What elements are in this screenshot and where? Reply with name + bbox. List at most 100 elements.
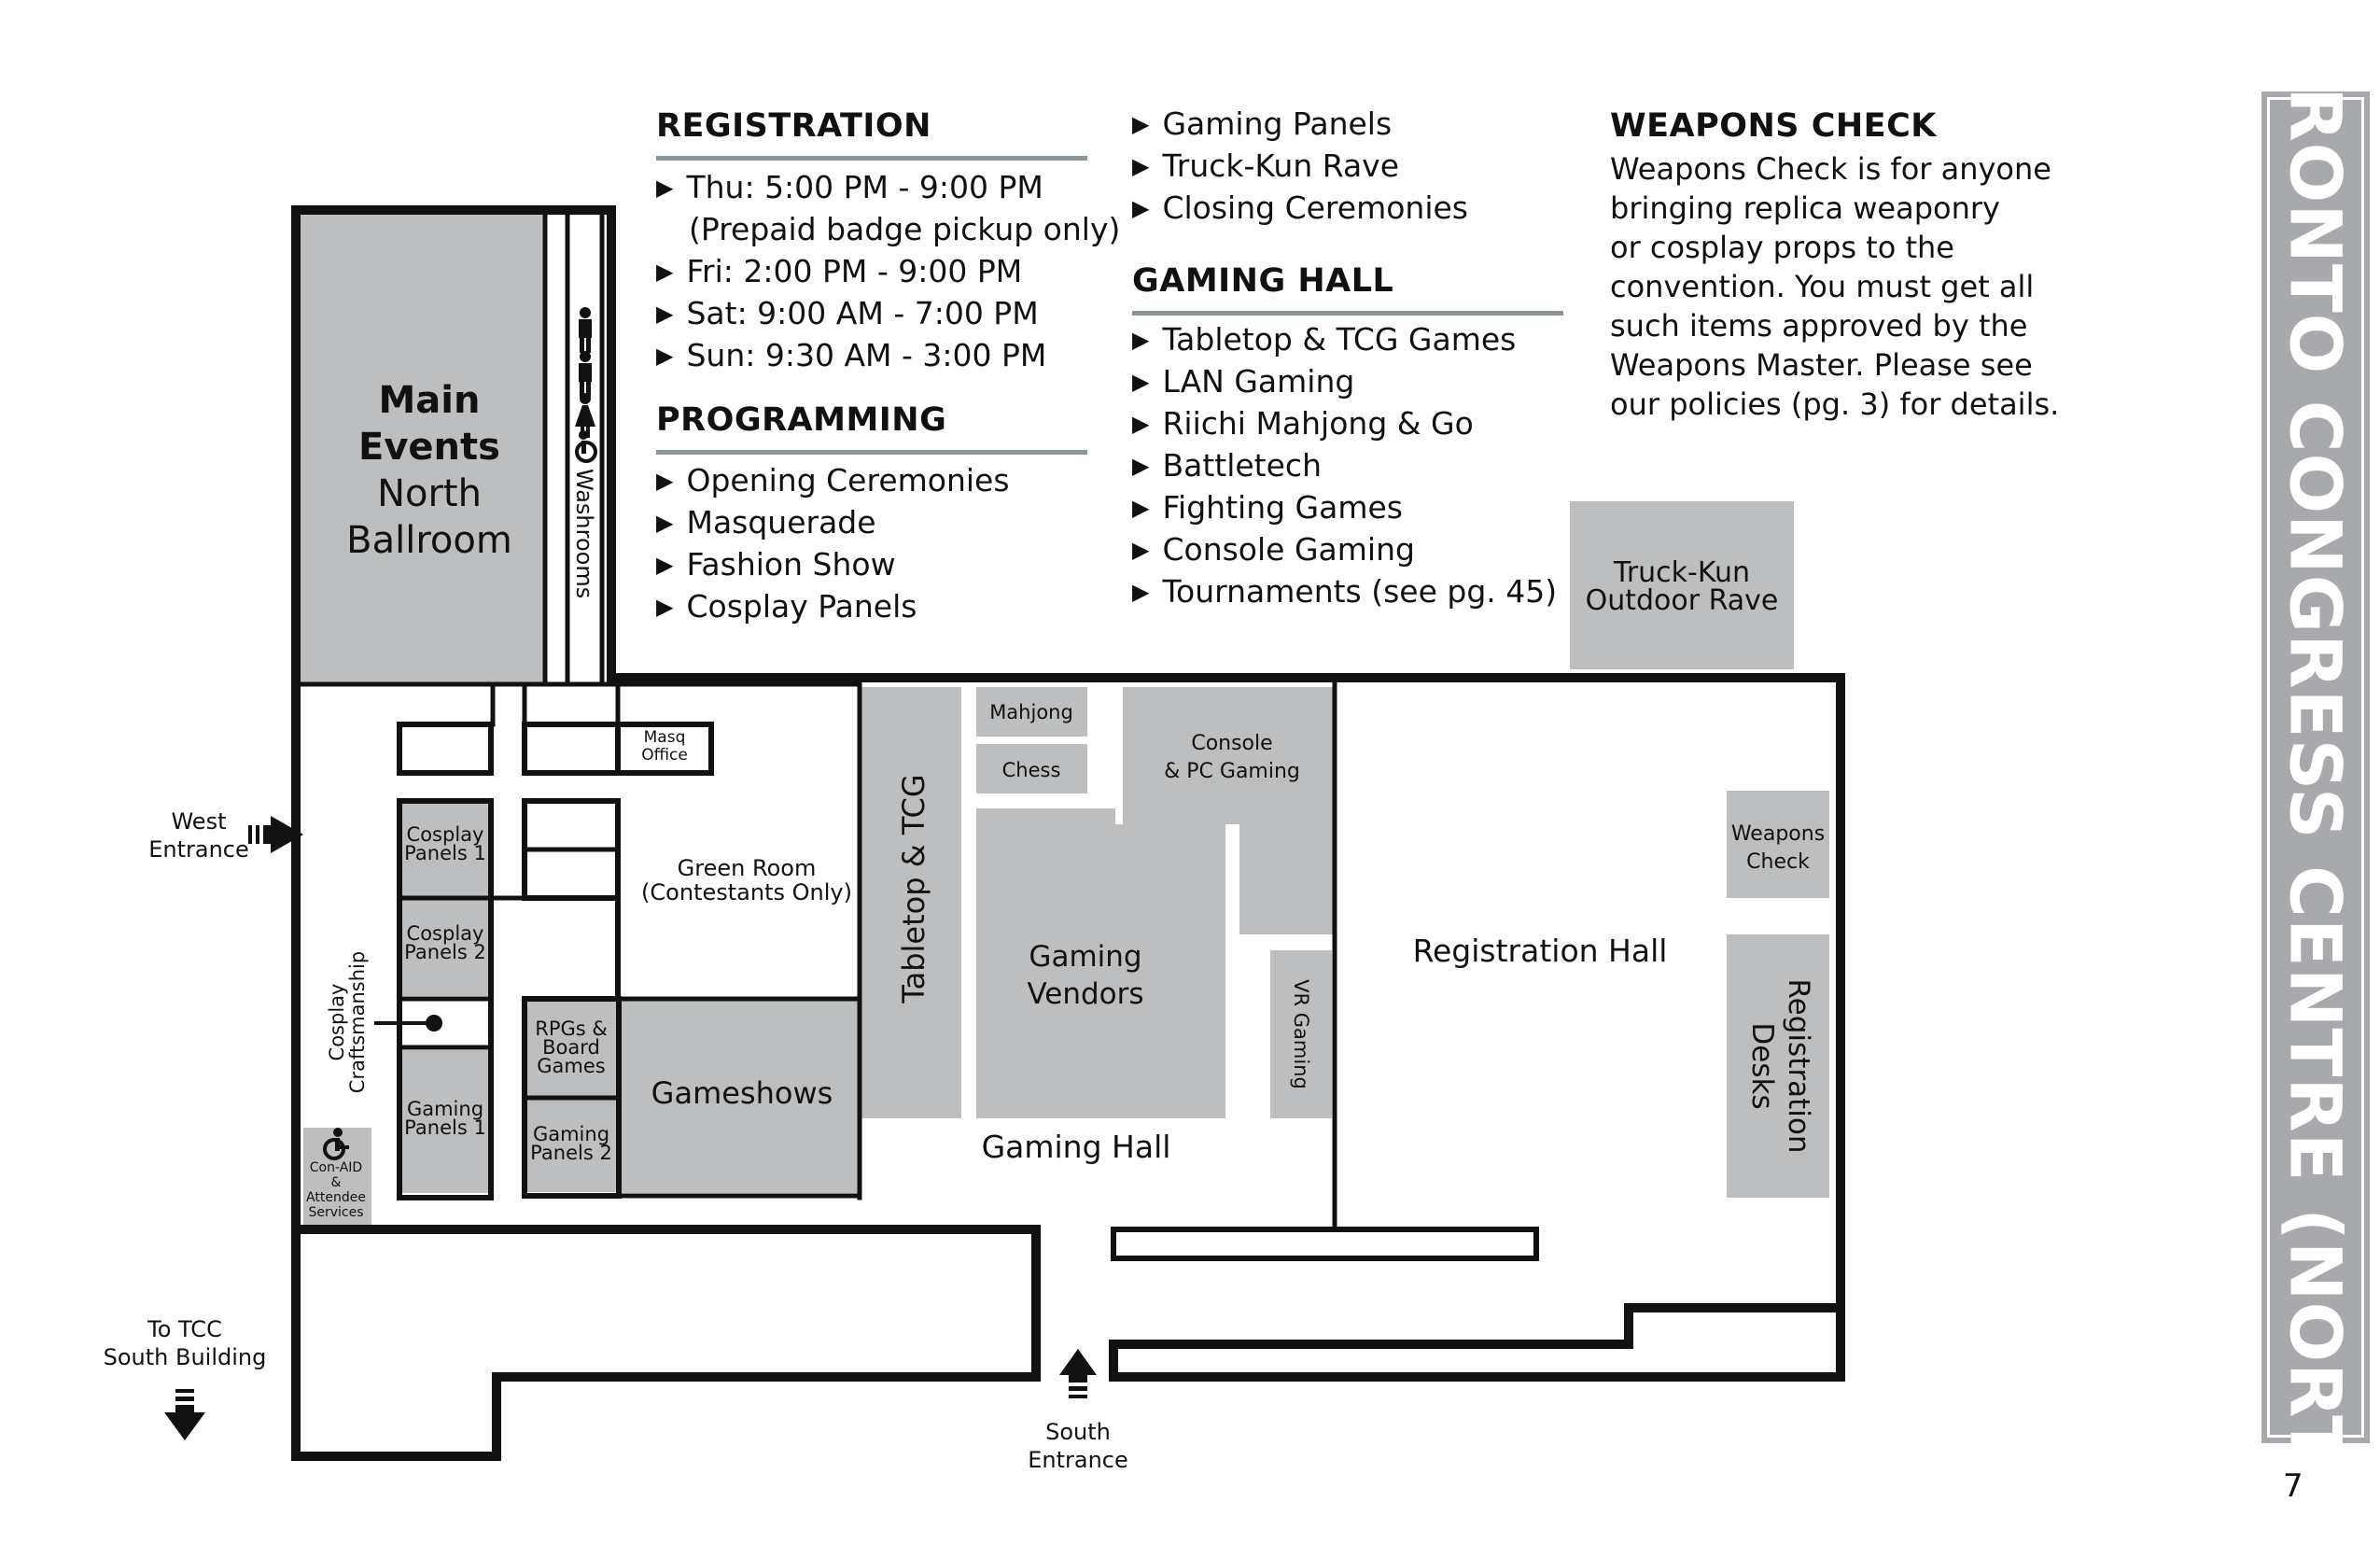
south-corridor-block (1111, 1227, 1539, 1261)
west-entrance-arrow-icon (248, 816, 303, 853)
rpgs-label-1: RPGs & (535, 1018, 608, 1040)
weapons-check-line: or cosplay props to the (1610, 230, 1954, 265)
gaming-hall-item: Console Gaming (1132, 530, 1557, 572)
console-pc-room[interactable] (1123, 687, 1333, 934)
programming-item: Masquerade (656, 503, 1010, 545)
cosplay-panels-2-label-1: Cosplay (407, 922, 484, 945)
gaming-hall-item: Fighting Games (1132, 488, 1557, 530)
south-entrance-arrow-icon (1059, 1349, 1097, 1398)
con-aid-label-2: & (331, 1175, 342, 1190)
chess-room[interactable] (976, 744, 1087, 793)
south-building-arrow-icon (164, 1389, 205, 1440)
south-entrance-label-2: Entrance (1028, 1447, 1128, 1473)
gaming-panels-1-room[interactable] (397, 1050, 492, 1193)
registration-item-sun: Sun: 9:30 AM - 3:00 PM (656, 336, 1120, 378)
to-tcc-label-1: To TCC (147, 1316, 222, 1342)
truck-kun-area[interactable] (1570, 501, 1794, 669)
vr-gaming-room[interactable] (1270, 950, 1332, 1118)
registration-item-prepaid: (Prepaid badge pickup only) (689, 211, 1121, 247)
weapons-check-line: our policies (pg. 3) for details. (1610, 386, 2060, 422)
gaming-hall-heading: GAMING HALL (1132, 262, 1394, 300)
registration-desks-room[interactable] (1727, 934, 1829, 1198)
cosplay-craftsmanship-label-2: Craftsmanship (346, 951, 369, 1093)
mahjong-label: Mahjong (989, 701, 1073, 723)
west-entrance-label-1: West (171, 808, 226, 835)
console-pc-label-2: & PC Gaming (1164, 760, 1300, 783)
rpgs-label-2: Board (542, 1036, 600, 1059)
gameshows-room[interactable] (622, 999, 858, 1193)
registration-rule (656, 156, 1087, 161)
weapons-check-line: bringing replica weaponry (1610, 190, 2000, 226)
weapons-check-room-label-1: Weapons (1731, 822, 1825, 846)
masq-office-label-1: Masq (644, 728, 686, 747)
gaming-panels-2-label-1: Gaming (533, 1123, 609, 1145)
cosplay-panels-2-room[interactable] (397, 898, 492, 996)
truck-kun-label-1: Truck-Kun (1613, 556, 1750, 589)
gaming-hall-item: Riichi Mahjong & Go (1132, 404, 1557, 446)
weapons-check-text: Weapons Check is for anyone bringing rep… (1610, 149, 2059, 424)
programming-item: Gaming Panels (1132, 105, 1468, 147)
outer-wall-south-west (291, 1225, 1041, 1461)
gaming-hall-rule (1132, 311, 1563, 316)
weapons-check-line: convention. You must get all (1610, 269, 2035, 304)
programming-item: Fashion Show (656, 545, 1010, 587)
rpgs-board-games-room[interactable] (525, 999, 619, 1096)
main-events-label-1: Main (379, 379, 481, 422)
programming-item: Closing Ceremonies (1132, 189, 1468, 231)
con-aid-label-3: Attendee (306, 1190, 366, 1205)
main-events-label-2: Events (358, 426, 500, 469)
truck-kun-label-2: Outdoor Rave (1586, 584, 1779, 617)
gaming-hall-item: Tournaments (see pg. 45) (1132, 572, 1557, 614)
cosplay-craftsmanship-label-1: Cosplay (326, 984, 348, 1061)
registration-heading: REGISTRATION (656, 107, 931, 145)
tabletop-tcg-label: Tabletop & TCG (896, 774, 931, 1004)
gaming-hall-list: Tabletop & TCG Games LAN Gaming Riichi M… (1132, 320, 1557, 614)
mahjong-room[interactable] (976, 687, 1087, 737)
main-events-label-3: North (377, 472, 482, 515)
weapons-check-room-label-2: Check (1746, 850, 1810, 874)
venue-banner: TORONTO CONGRESS CENTRE (NORTH) (2261, 0, 2370, 1558)
storage-box (397, 722, 494, 776)
masq-office-label-2: Office (641, 746, 688, 765)
accessibility-icon (323, 1128, 349, 1160)
weapons-check-heading: WEAPONS CHECK (1610, 107, 1937, 145)
accessible-washroom-icon (575, 430, 597, 463)
programming-item: Cosplay Panels (656, 587, 1010, 629)
cosplay-panels-1-room[interactable] (397, 799, 492, 896)
washroom-men-icon (579, 307, 592, 353)
weapons-check-room[interactable] (1727, 791, 1829, 898)
programming-item: Opening Ceremonies (656, 461, 1009, 503)
cosplay-panels-2-label-2: Panels 2 (404, 941, 486, 963)
gaming-vendors-room[interactable] (976, 808, 1225, 1118)
programming-list-b: Gaming Panels Truck-Kun Rave Closing Cer… (1132, 105, 1468, 231)
registration-item-sat: Sat: 9:00 AM - 7:00 PM (656, 294, 1120, 336)
main-events-room[interactable] (299, 214, 546, 683)
main-events-label-4: Ballroom (346, 519, 512, 562)
programming-heading: PROGRAMMING (656, 401, 947, 439)
gaming-vendors-label-1: Gaming (1029, 940, 1141, 974)
west-entrance-label-2: Entrance (148, 836, 249, 863)
gaming-panels-1-label-1: Gaming (407, 1098, 483, 1120)
registration-hall-label: Registration Hall (1413, 933, 1668, 969)
con-aid-label-4: Services (308, 1205, 363, 1220)
gaming-vendors-label-2: Vendors (1027, 977, 1143, 1011)
green-room-label-1: Green Room (678, 855, 817, 881)
tabletop-tcg-room[interactable] (861, 687, 961, 1118)
registration-desks-label-1: Registration (1782, 979, 1815, 1154)
registration-list: Thu: 5:00 PM - 9:00 PM (Prepaid badge pi… (656, 168, 1120, 378)
washroom-men-icon (579, 351, 592, 397)
weapons-check-line: Weapons Check is for anyone (1610, 151, 2051, 187)
gaming-hall-item: Battletech (1132, 446, 1557, 488)
gaming-panels-2-room[interactable] (525, 1098, 619, 1192)
programming-rule (656, 450, 1087, 455)
masq-office-room[interactable] (615, 722, 714, 776)
gaming-panels-1-label-2: Panels 1 (404, 1116, 486, 1139)
weapons-check-line: such items approved by the (1610, 308, 2028, 344)
green-room-label-2: (Contestants Only) (641, 879, 852, 905)
programming-item: Truck-Kun Rave (1132, 147, 1468, 189)
outer-wall (291, 205, 1845, 1461)
washroom-icons (575, 307, 597, 463)
vr-gaming-label: VR Gaming (1290, 979, 1312, 1089)
south-entrance-label-1: South (1045, 1419, 1111, 1445)
